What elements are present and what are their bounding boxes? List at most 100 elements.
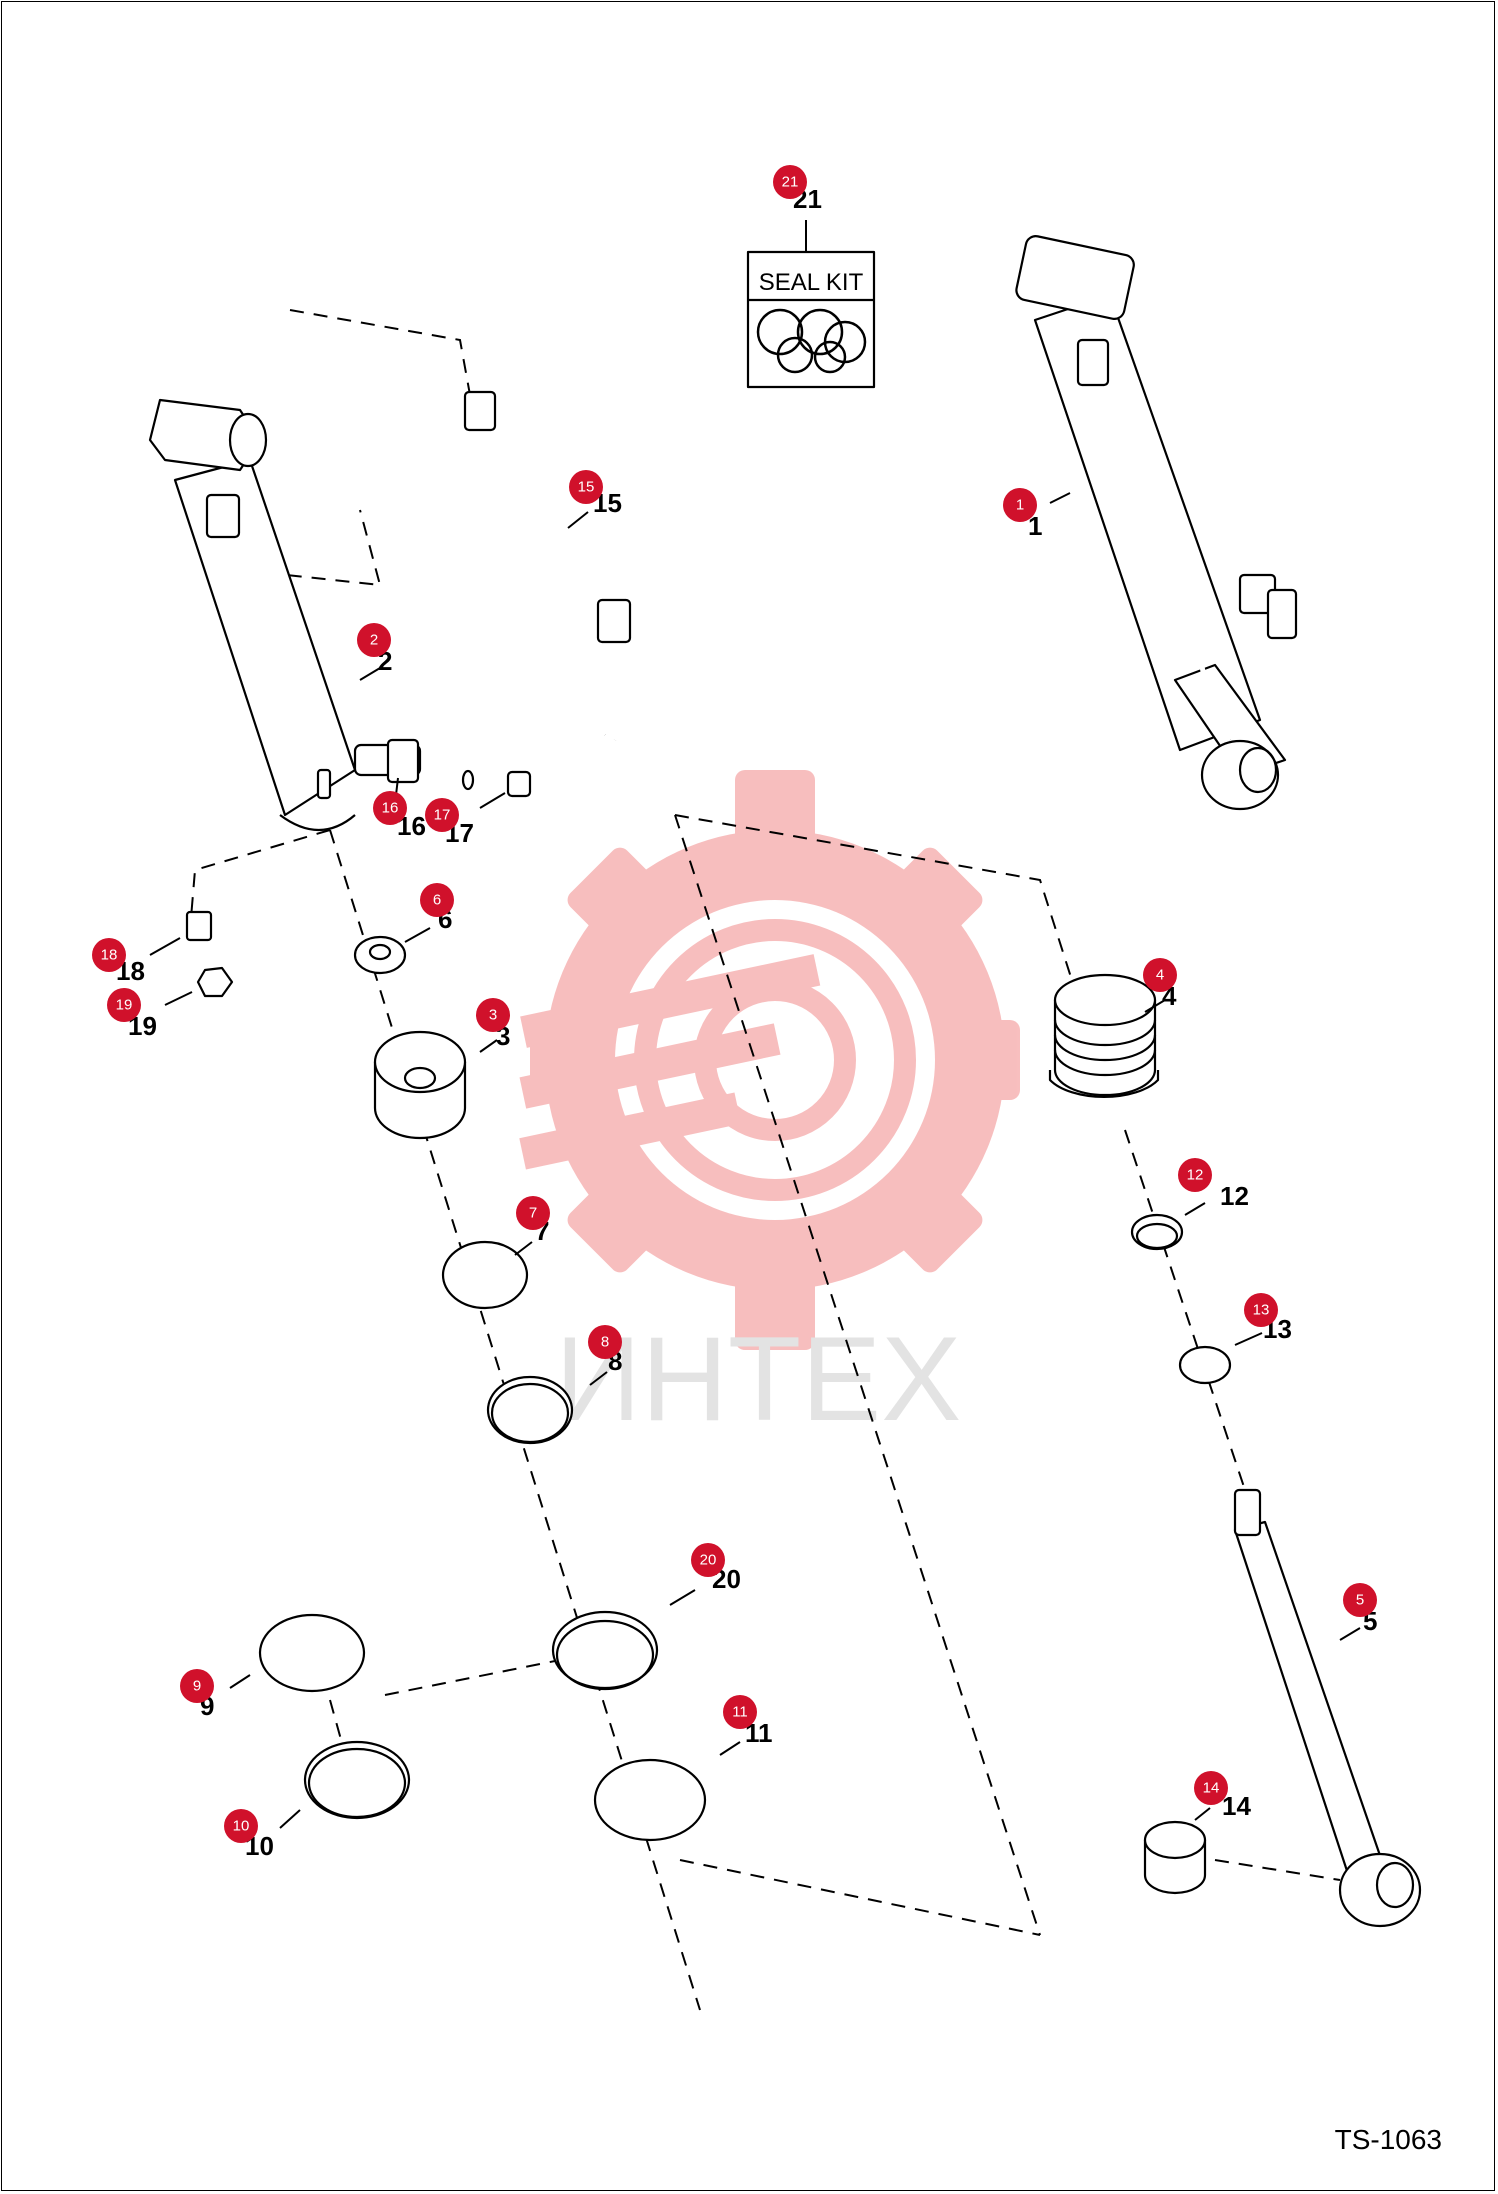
nut-part-6 (353, 935, 407, 975)
callout-badge-number: 17 (434, 807, 451, 824)
gland-part-4 (1048, 973, 1160, 1098)
callout-leader-line (149, 937, 181, 956)
callout-number-label: 14 (1222, 1791, 1251, 1821)
callout-badge-number: 2 (370, 632, 378, 649)
callout-badge-icon (180, 1669, 214, 1703)
callout-3: 33 (476, 998, 510, 1053)
callout-4: 44 (1143, 958, 1177, 1013)
callout-badge-icon (420, 883, 454, 917)
seal-kit-part-21: SEAL KIT (746, 220, 876, 389)
callout-badge-number: 18 (101, 947, 118, 964)
seal-part-20 (551, 1610, 659, 1691)
callout-badge-icon (1343, 1583, 1377, 1617)
callout-badge-icon (1194, 1771, 1228, 1805)
callout-badge-number: 19 (116, 997, 133, 1014)
callout-leader-line (567, 511, 589, 529)
hydraulic-tube-part-15 (463, 390, 632, 741)
callout-badge-number: 16 (382, 800, 399, 817)
callout-badge-icon (1178, 1158, 1212, 1192)
o-ring-part-9 (258, 1613, 366, 1693)
callout-badge-number: 1 (1016, 497, 1024, 514)
callout-badge-number: 6 (433, 892, 441, 909)
callout-badge-icon (357, 623, 391, 657)
callout-leader-line (479, 792, 506, 809)
callout-badge-icon (425, 798, 459, 832)
callout-badge-number: 13 (1253, 1302, 1270, 1319)
callout-5: 55 (1339, 1583, 1377, 1641)
callout-number-label: 12 (1220, 1181, 1249, 1211)
callout-2: 22 (357, 623, 392, 681)
callout-leader-line (1184, 1202, 1206, 1216)
callout-12: 12 12 (1178, 1158, 1249, 1216)
rod-part-5 (1233, 1488, 1422, 1928)
callout-7: 77 (514, 1196, 550, 1256)
callout-leader-line (359, 667, 381, 681)
fittings-16-17 (461, 769, 532, 798)
callout-badge-number: 8 (601, 1334, 609, 1351)
clamp-part-18 (185, 910, 213, 942)
callout-badge-number: 11 (732, 1704, 748, 1721)
seal-part-8 (486, 1375, 574, 1445)
callout-badge-icon (92, 938, 126, 972)
callout-leader-line (395, 777, 399, 796)
o-ring-part-11 (593, 1758, 707, 1842)
watermark-text: ИНТЕХ (555, 1312, 961, 1446)
bushing-part-12 (1130, 1213, 1184, 1251)
callout-badge-number: 9 (193, 1678, 201, 1695)
callout-leader-line (229, 1674, 251, 1689)
callout-badge-icon (516, 1196, 550, 1230)
callout-badge-number: 14 (1203, 1780, 1220, 1797)
callout-9: 99 (180, 1669, 251, 1721)
callout-leader-line (404, 927, 431, 943)
callout-leader-line (514, 1241, 533, 1256)
nut-part-19 (196, 966, 234, 998)
callout-badge-number: 20 (700, 1552, 717, 1569)
callout-badge-icon (224, 1809, 258, 1843)
callout-leader-line (1339, 1627, 1361, 1641)
callout-leader-line (1234, 1332, 1263, 1346)
callout-badge-icon (1003, 488, 1037, 522)
callout-badge-icon (1244, 1293, 1278, 1327)
callout-leader-line (1049, 492, 1071, 504)
seal-kit-label: SEAL KIT (759, 269, 864, 296)
callout-1: 11 (1003, 488, 1071, 541)
callout-badge-icon (723, 1695, 757, 1729)
bushing-part-14 (1143, 1820, 1207, 1895)
callout-badge-number: 15 (578, 479, 595, 496)
callout-badge-icon (373, 791, 407, 825)
callout-leader-line (669, 1589, 696, 1606)
assembly-guide-lines (189, 309, 1341, 2011)
callout-badge-icon (569, 470, 603, 504)
callout-leader-line (589, 1371, 608, 1386)
callout-badge-number: 10 (233, 1818, 250, 1835)
callout-leader-line (719, 1741, 741, 1756)
callout-badge-number: 7 (529, 1205, 537, 1222)
callout-badge-icon (588, 1325, 622, 1359)
callouts: 1122334455667788991010111112121313141415… (92, 165, 1377, 1861)
callout-leader-line (1144, 999, 1166, 1013)
callout-8: 88 (588, 1325, 622, 1386)
callout-badge-icon (476, 998, 510, 1032)
piston-part-3 (373, 1030, 467, 1140)
watermark-gear-icon (519, 770, 1020, 1350)
callout-badge-icon (773, 165, 807, 199)
callout-badge-number: 4 (1156, 967, 1164, 984)
seal-part-10 (303, 1740, 411, 1820)
callout-badge-icon (691, 1543, 725, 1577)
callout-leader-line (164, 991, 193, 1006)
callout-leader-line (1194, 1807, 1211, 1821)
callout-badge-icon (1143, 958, 1177, 992)
callout-badge-number: 12 (1187, 1167, 1204, 1184)
callout-6: 66 (404, 883, 454, 943)
callout-number-label: 1 (1028, 511, 1042, 541)
